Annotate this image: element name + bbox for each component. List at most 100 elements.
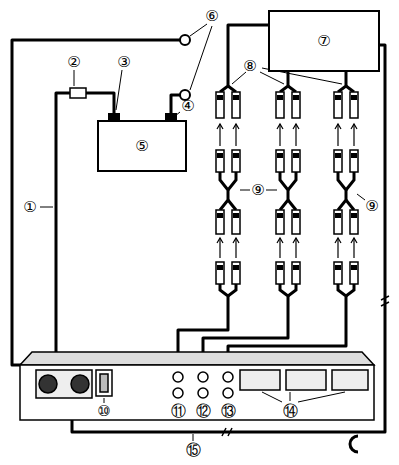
plug-band (233, 213, 239, 218)
plug-band (351, 153, 357, 158)
plug-band (293, 153, 299, 158)
rca-cable (228, 200, 236, 210)
power-terminal-block (36, 370, 92, 398)
rca-plug (276, 210, 284, 234)
plug-band (277, 265, 283, 270)
rca-plug (292, 262, 300, 284)
rca-plug (350, 150, 358, 172)
callout-number: ⑥ (205, 8, 218, 25)
leader-line (262, 392, 345, 402)
plug-band (217, 213, 223, 218)
insert-arrow (219, 124, 220, 146)
rca-plugs (216, 80, 358, 300)
rca-plug (216, 262, 224, 284)
power-wire (12, 40, 180, 374)
rca-cable (288, 284, 296, 296)
callout-number: ⑤ (135, 138, 148, 155)
callout-number: ④ (181, 98, 194, 115)
rca-cable (220, 284, 228, 300)
plug-band (277, 213, 283, 218)
insert-arrow (277, 124, 283, 129)
callout-number: ③ (117, 54, 130, 71)
rca-plug (292, 92, 300, 118)
rca-cable (338, 172, 346, 210)
plug-band (351, 95, 357, 100)
callout-number: ② (67, 54, 80, 71)
ring-terminal (180, 35, 190, 45)
rca-plug (276, 92, 284, 118)
power-terminal (39, 375, 57, 393)
rca-plug (276, 150, 284, 172)
callout-number: ⑫ (196, 403, 211, 420)
amplifier-top (20, 352, 374, 365)
rca-plug (216, 210, 224, 234)
plug-band (277, 95, 283, 100)
fuse-holder (96, 370, 112, 396)
leader-line (74, 70, 75, 86)
rca-cable (338, 284, 346, 300)
rca-plug (334, 150, 342, 172)
rca-plug (350, 210, 358, 234)
plug-band (335, 265, 341, 270)
callout-number: ⑮ (186, 442, 201, 459)
insert-arrow (295, 124, 296, 146)
rca-cable (280, 172, 288, 210)
rca-cable (280, 80, 288, 92)
speaker-terminal (332, 370, 368, 390)
rca-plug (334, 92, 342, 118)
insert-arrow (279, 124, 280, 146)
insert-arrow (335, 124, 341, 129)
plug-band (335, 153, 341, 158)
insert-arrow (233, 238, 239, 243)
insert-arrow (293, 238, 299, 243)
insert-arrow (353, 124, 354, 146)
rca-cable (220, 172, 228, 210)
head-unit-box: ⑦ (268, 10, 380, 72)
rca-cable (228, 284, 236, 296)
insert-arrow (235, 124, 236, 146)
rca-cable (288, 86, 296, 92)
leader-line (116, 70, 122, 110)
callout-number: ⑪ (171, 403, 186, 420)
rca-jack (173, 372, 183, 382)
plug-band (351, 213, 357, 218)
rca-cable (228, 86, 236, 92)
plug-band (293, 213, 299, 218)
rca-jack (223, 388, 233, 398)
rca-plug (232, 262, 240, 284)
rca-jack (198, 372, 208, 382)
plug-band (293, 265, 299, 270)
plug-band (335, 213, 341, 218)
callout-number: ⑬ (221, 403, 236, 420)
insert-arrow (217, 124, 223, 129)
rca-jack (198, 388, 208, 398)
rca-plug (334, 210, 342, 234)
insert-arrow (293, 124, 299, 129)
rca-cable (346, 200, 354, 210)
insert-arrow (233, 124, 239, 129)
callout-number: ⑭ (283, 403, 298, 420)
rca-cable (346, 172, 354, 190)
rca-cable (345, 72, 348, 80)
fuse (100, 374, 108, 392)
rca-jack (173, 388, 183, 398)
rca-plug (216, 92, 224, 118)
rca-cable (228, 172, 236, 190)
insert-arrow (217, 238, 223, 243)
plug-band (277, 153, 283, 158)
callout-number: ⑨ (365, 198, 378, 215)
insert-arrow (295, 238, 296, 258)
insert-arrow (235, 238, 236, 258)
plug-band (233, 95, 239, 100)
rca-cable (288, 172, 296, 190)
amplifier-body (20, 365, 374, 420)
plug-band (351, 265, 357, 270)
plug-band (217, 95, 223, 100)
rca-plug (232, 92, 240, 118)
leader-line (357, 194, 365, 200)
rca-plug (276, 262, 284, 284)
battery-box: ⑤ (97, 120, 187, 172)
rca-cable (346, 86, 354, 92)
callout-number: ⑨ (251, 182, 264, 199)
plug-band (293, 95, 299, 100)
